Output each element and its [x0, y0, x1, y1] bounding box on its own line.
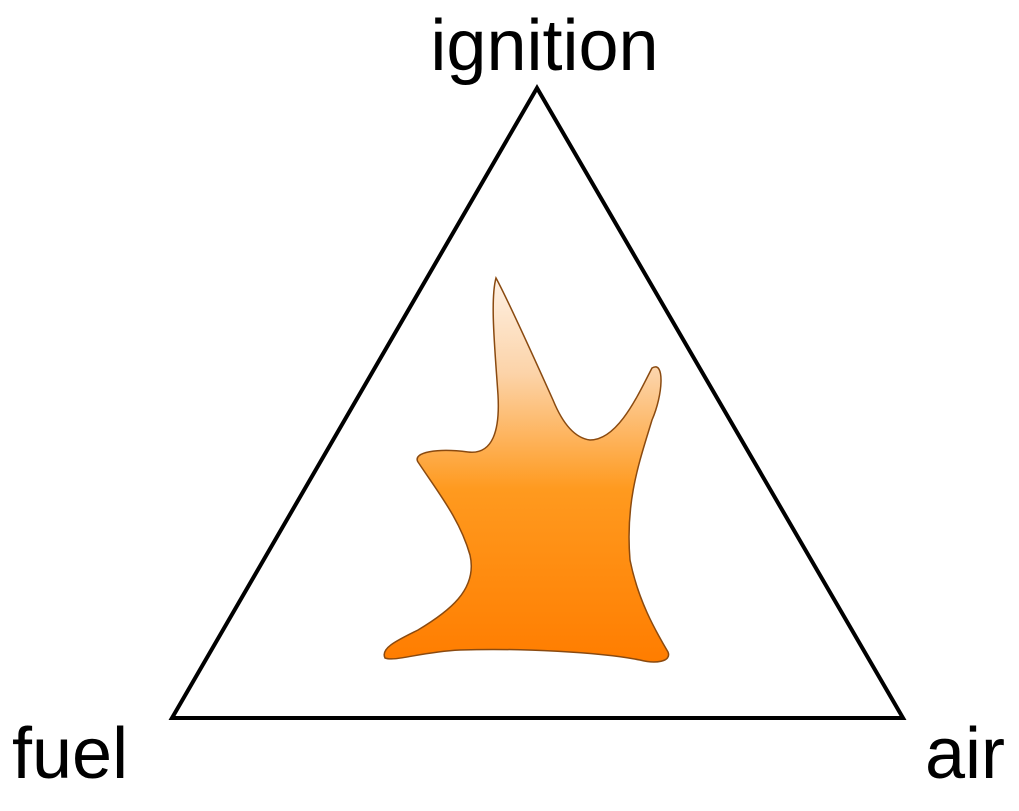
- flame-icon: [383, 276, 670, 663]
- vertex-label-ignition: ignition: [430, 6, 659, 86]
- vertex-label-fuel: fuel: [12, 714, 129, 794]
- vertex-label-air: air: [924, 714, 1005, 794]
- triangle-outline: [168, 84, 907, 720]
